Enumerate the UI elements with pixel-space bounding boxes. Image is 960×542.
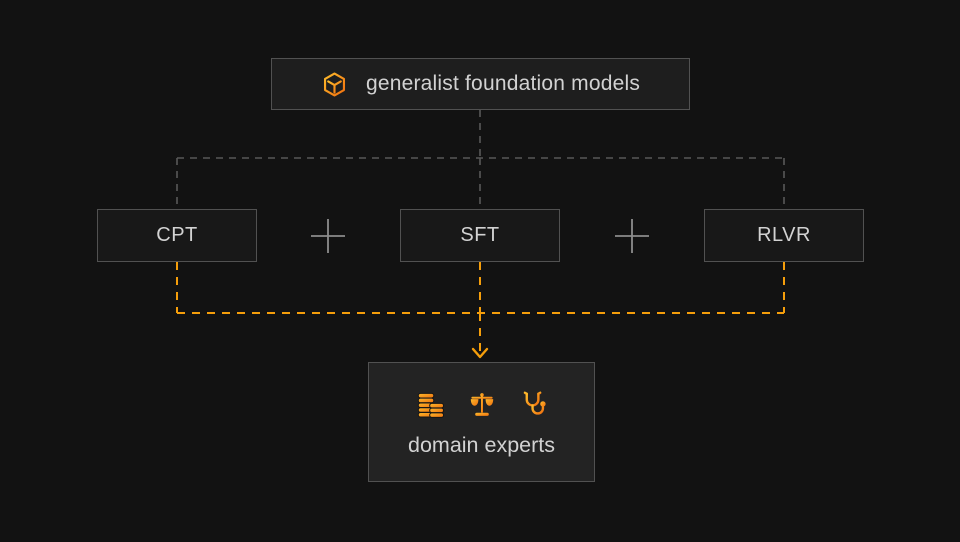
domain-icons-row: [416, 390, 548, 420]
package-cube-icon: [321, 71, 348, 98]
node-cpt: CPT: [97, 209, 257, 262]
stethoscope-icon: [519, 390, 548, 420]
node-sft: SFT: [400, 209, 560, 262]
arrow-down-icon: [471, 347, 489, 359]
gray-dashed-connectors: [176, 110, 785, 209]
domain-experts-label: domain experts: [408, 433, 555, 457]
foundation-models-label: generalist foundation models: [365, 72, 641, 95]
cpt-label: CPT: [156, 224, 198, 246]
node-domain-experts: domain experts: [368, 362, 595, 482]
orange-dashed-connectors: [176, 262, 785, 351]
scales-icon: [468, 391, 496, 420]
plus-icon: [306, 214, 350, 258]
rlvr-label: RLVR: [757, 224, 811, 246]
coins-icon: [416, 390, 445, 420]
node-rlvr: RLVR: [704, 209, 864, 262]
node-foundation-models: generalist foundation models: [271, 58, 690, 110]
plus-icon: [610, 214, 654, 258]
sft-label: SFT: [460, 224, 500, 246]
